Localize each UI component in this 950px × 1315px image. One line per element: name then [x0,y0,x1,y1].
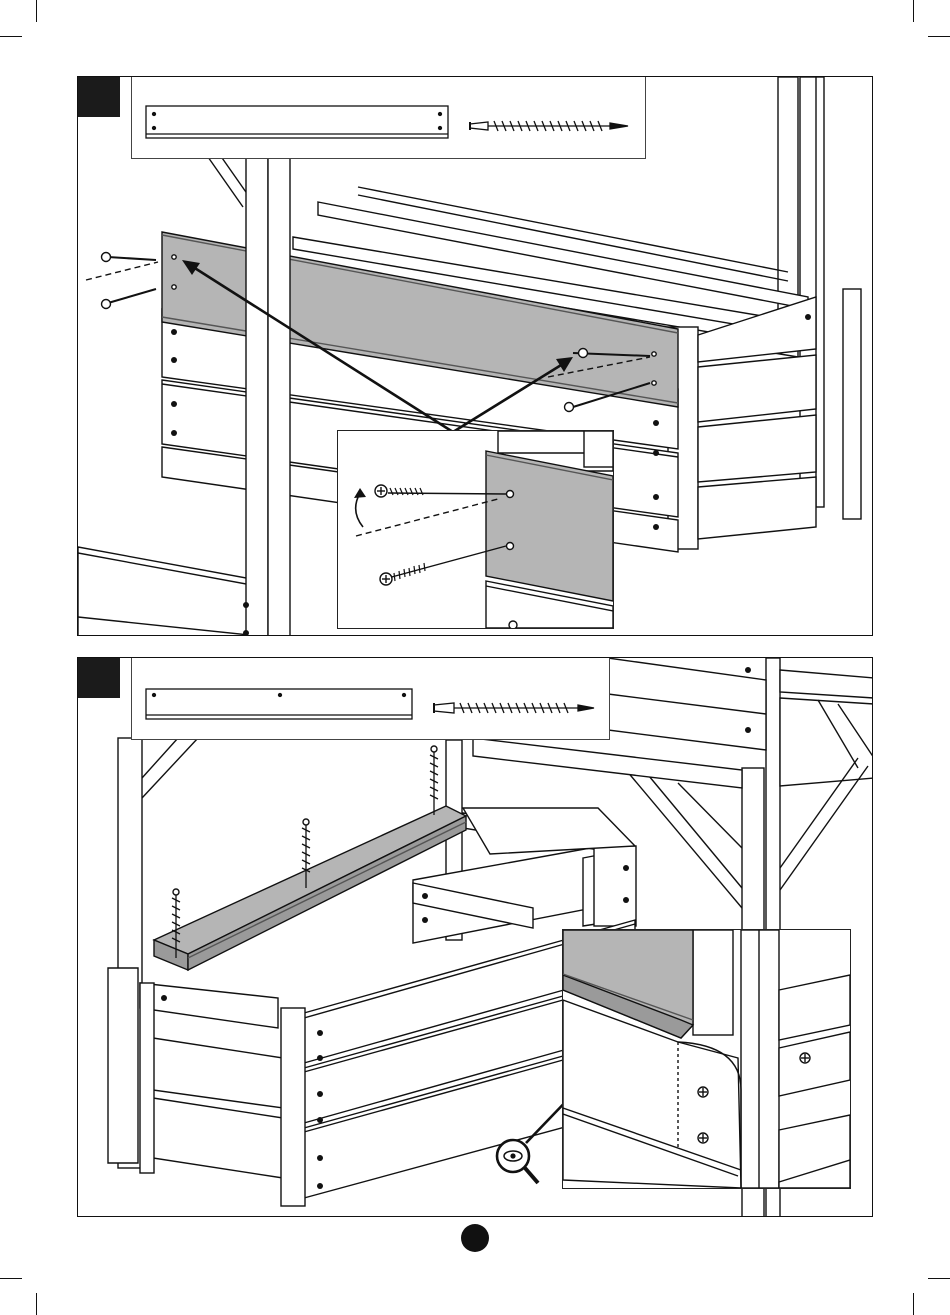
crop-mark-top-left [36,0,37,22]
parts-list-drawing-2 [132,657,609,739]
parts-list-box [131,76,646,159]
crop-mark-top-right [913,0,914,22]
slat-part [146,106,448,138]
crop-mark-bottom-left-h [0,1278,22,1279]
detail-inset-2 [562,929,851,1189]
step-panel-2 [77,657,873,1217]
screw-icon [375,485,423,497]
parts-list-box-2 [131,657,610,740]
detail-inset-drawing-2 [563,930,850,1188]
rotate-arrow-icon [356,493,363,527]
step-panel-1 [77,76,873,636]
detail-inset-drawing [338,431,613,628]
step-number-box-2 [78,658,120,698]
step-number-box [78,77,120,117]
crop-mark-bottom-right-h [928,1278,950,1279]
detail-inset [337,430,614,629]
page-number-badge [461,1224,489,1252]
crop-mark-top-right-h [928,36,950,37]
crop-mark-bottom-left [36,1293,37,1315]
crop-mark-top-left-h [0,36,22,37]
magnifier-eye-icon [497,1140,538,1183]
parts-list-drawing [132,76,645,158]
crop-mark-bottom-right [913,1293,914,1315]
